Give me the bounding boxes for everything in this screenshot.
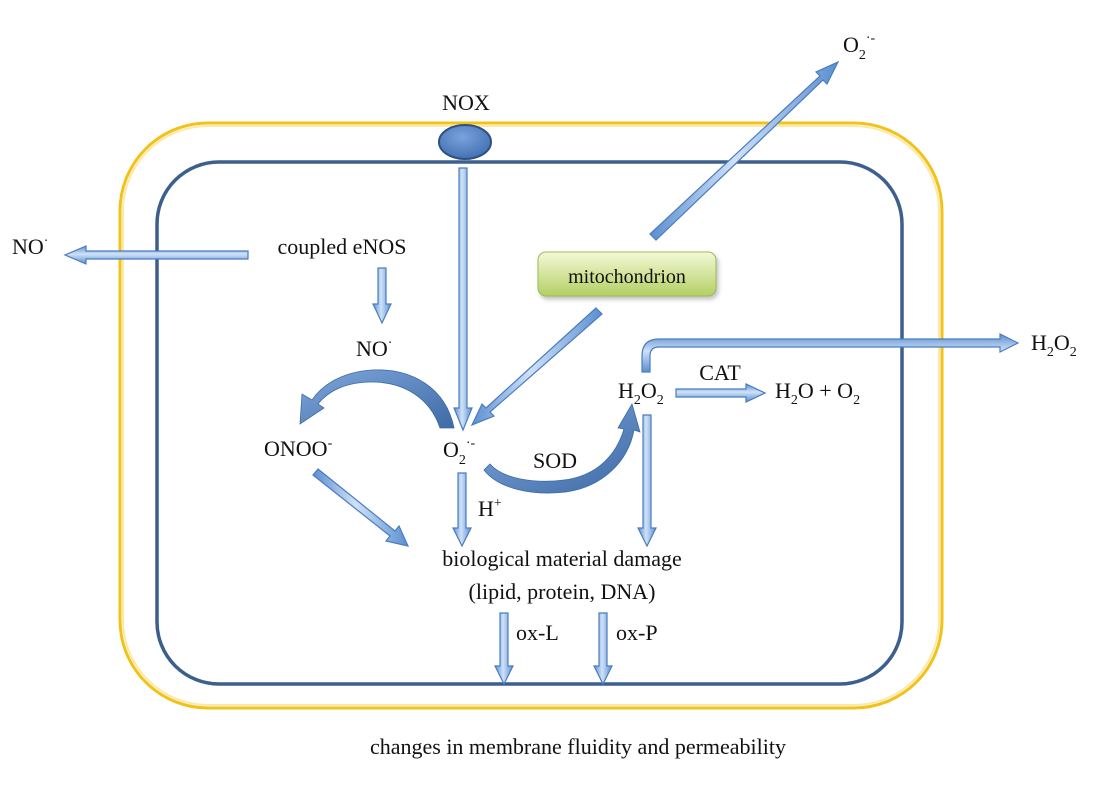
mitochondrion-box (537, 251, 717, 297)
curved-arrow-no-to-peroxynitrite (299, 369, 455, 429)
diagram-caption: changes in membrane fluidity and permeab… (370, 734, 786, 759)
h2o2-outside-label: H2O2 (1031, 330, 1077, 360)
nox-enzyme-shape (438, 124, 492, 160)
arrow-superoxide-to-damage (452, 472, 472, 548)
superoxide-outside-label: O2·- (843, 31, 876, 63)
outer-membrane (118, 121, 944, 710)
water-oxygen-label: H2O + O2 (775, 378, 860, 408)
arrow-enos-to-no-inside (372, 267, 392, 325)
superoxide-center-label: O2·- (443, 436, 476, 468)
damage-targets: (lipid, protein, DNA) (469, 579, 656, 604)
arrow-h2o2-to-damage (637, 414, 657, 548)
no-inside-label: NO· (356, 336, 392, 361)
cat-enzyme-label: CAT (699, 360, 741, 385)
arrow-h2o2-to-outside (641, 333, 1020, 373)
arrow-nox-to-superoxide (453, 167, 473, 432)
peroxynitrite-label: ONOO- (264, 436, 333, 461)
arrow-mito-to-superoxide-outside (649, 60, 840, 241)
curved-arrow-sod (483, 402, 641, 494)
arrow-ox-p (593, 612, 613, 686)
ox-l-label: ox-L (516, 620, 559, 645)
sod-enzyme-label: SOD (533, 448, 577, 473)
proton-label: H+ (478, 496, 502, 521)
inner-membrane (155, 160, 904, 686)
damage-title: biological material damage (442, 546, 681, 571)
arrow-cat-reaction (675, 383, 767, 403)
h2o2-inside-label: H2O2 (618, 378, 664, 408)
arrow-enos-to-no-outside (63, 245, 249, 265)
arrow-mito-to-superoxide-center (470, 307, 603, 427)
arrow-peroxynitrite-to-damage (312, 468, 410, 547)
ox-p-label: ox-P (616, 620, 658, 645)
nox-label: NOX (442, 90, 490, 115)
arrow-ox-l (494, 612, 514, 686)
mitochondrion-label: mitochondrion (568, 266, 686, 288)
no-outside-label: NO· (12, 234, 48, 259)
enos-label: coupled eNOS (278, 234, 407, 259)
